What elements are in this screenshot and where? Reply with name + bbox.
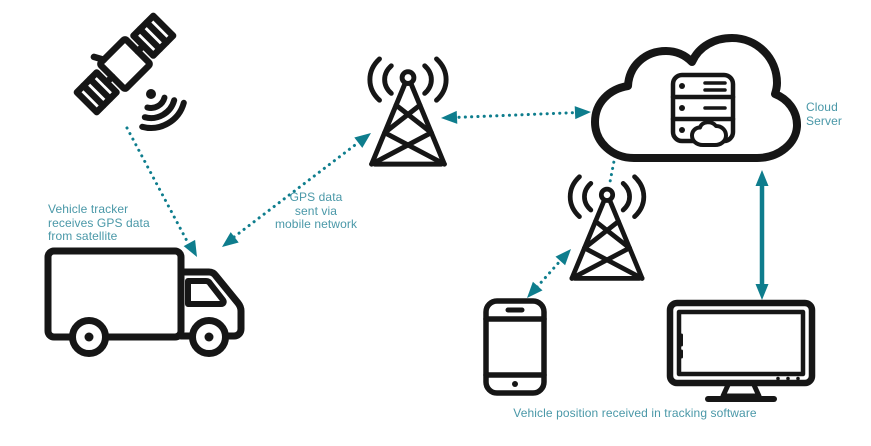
vehicle-tracker-label-line3: from satellite [48,229,118,243]
cloud-server-icon [582,33,807,178]
gps-data-label: GPS data sent via mobile network [252,190,380,232]
cell-tower-icon [358,54,458,172]
gps-data-label-line1: GPS data [289,190,343,204]
truck-icon [43,245,245,360]
monitor-icon [666,299,816,405]
cell-tower-icon [559,172,655,286]
satellite-signal-waves [139,94,187,131]
server-rack-icon [670,72,736,147]
bottom-label: Vehicle position received in tracking so… [430,406,840,421]
cloud-server-label-line2: Server [806,113,842,128]
cloud-server-label: Cloud Server [806,100,842,128]
vehicle-tracker-label-line1: Vehicle tracker [48,202,129,216]
bottom-label-text: Vehicle position received in tracking so… [513,406,757,420]
cloud-server-label-line1: Cloud [806,100,838,114]
gps-data-label-line3: mobile network [274,217,358,231]
smartphone-icon [482,297,548,397]
satellite-icon [63,6,203,146]
arrow-tower1-to-cloud [441,106,591,124]
vehicle-tracker-label-line2: receives GPS data [48,215,150,230]
vehicle-tracker-label: Vehicle tracker receives GPS data from s… [48,202,150,244]
arrow-cloud-to-monitor [755,170,769,300]
gps-data-label-line2: sent via [294,203,338,218]
